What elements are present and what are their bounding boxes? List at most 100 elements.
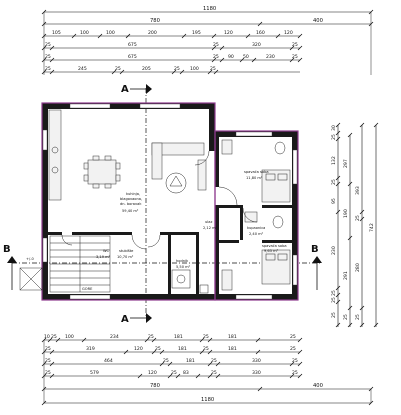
top-dim-r5-25a: 25 [45, 54, 51, 60]
bottom-dim-r3-25c: 25 [211, 358, 217, 364]
bottom-dim-r3-181: 181 [186, 358, 195, 364]
top-dim-120b: 120 [284, 30, 293, 36]
right-dim-c3-280: 280 [355, 263, 361, 272]
room-entry-label: ulaz [205, 220, 212, 224]
room-bed2-area: 9,65 m² [264, 249, 279, 253]
right-dimensions: 30 25 132 25 95 230 25 25 25 297 190 291… [331, 122, 379, 328]
bottom-dim-r1-25c: 25 [203, 334, 209, 340]
top-dim-r4-675: 675 [128, 42, 137, 48]
stair-up-label: GORE [82, 287, 93, 291]
bottom-dim-r1-25b: 25 [148, 334, 154, 340]
bottom-dim-r1-25d: 25 [290, 334, 296, 340]
bottom-dim-r3-25d: 25 [292, 358, 298, 364]
section-b-left-label: B [3, 244, 11, 255]
top-dimensions: 1180 780 400 105 100 100 200 195 120 160… [41, 6, 374, 75]
bottom-dim-r4-83: 83 [183, 370, 189, 376]
top-dim-200: 200 [148, 30, 157, 36]
top-dim-r5-90: 90 [228, 54, 234, 60]
bottom-dim-r1-100: 100 [65, 334, 74, 340]
top-dim-r5-25c: 25 [292, 54, 298, 60]
room-bed1-area: 11,80 m² [246, 176, 263, 180]
walls [41, 102, 299, 301]
top-dim-r6-25a: 25 [45, 66, 51, 72]
bottom-dim-total: 1180 [201, 397, 214, 403]
bottom-dim-r3-25b: 25 [163, 358, 169, 364]
bottom-dim-r4-330: 330 [252, 370, 261, 376]
room-wc-label: WC [103, 249, 110, 253]
top-dim-r4-25b: 25 [213, 42, 219, 48]
top-dim-105: 105 [52, 30, 61, 36]
bottom-dim-r3-25a: 25 [45, 358, 51, 364]
bottom-dim-r1-181a: 181 [174, 334, 183, 340]
top-dim-r6-245: 245 [78, 66, 87, 72]
bottom-dim-r4-25c: 25 [211, 370, 217, 376]
bottom-dimensions: 10 25 100 234 25 181 25 181 25 25 319 12… [41, 334, 374, 406]
bottom-dim-r4-25b: 25 [171, 370, 177, 376]
top-dim-r6-25d: 25 [210, 66, 216, 72]
bottom-dim-r2-319: 319 [86, 346, 95, 352]
right-dim-c2-297: 297 [343, 159, 349, 168]
right-dim-c1-25c: 25 [331, 290, 337, 296]
top-dim-r4-25c: 25 [292, 42, 298, 48]
section-b-right-label: B [311, 244, 319, 255]
top-dim-r6-25b: 25 [115, 66, 121, 72]
step-label: +/-0 [26, 257, 35, 261]
room-kitchen-label-1: kuhinja, [126, 192, 140, 196]
top-dim-r4-320: 320 [252, 42, 261, 48]
top-dim-total: 1180 [203, 6, 216, 12]
right-dim-c1-25d: 25 [331, 297, 337, 303]
top-dim-100b: 100 [106, 30, 115, 36]
right-dim-c1-25b: 25 [331, 179, 337, 185]
room-bath-area: 2,40 m² [249, 232, 264, 236]
room-kitchen-label-2: blagovaona, [120, 197, 142, 201]
room-bed1-label: spavaća soba [244, 170, 269, 174]
bottom-dim-r3-330: 330 [252, 358, 261, 364]
top-dim-r5-230: 230 [266, 54, 275, 60]
top-dim-120a: 120 [224, 30, 233, 36]
right-dim-c2-25: 25 [343, 314, 349, 320]
right-dim-c1-25e: 25 [331, 312, 337, 318]
bottom-dim-r1-25a: 25 [51, 334, 57, 340]
room-hall-label: hodnik [176, 259, 189, 263]
top-dim-r5-25b: 25 [213, 54, 219, 60]
right-dim-c1-95: 95 [331, 198, 337, 204]
right-dim-c2-291: 291 [343, 271, 349, 280]
right-dim-c3-25b: 25 [355, 314, 361, 320]
section-a-top-label: A [121, 84, 129, 95]
right-dim-c3-25: 25 [355, 215, 361, 221]
right-dim-c2-190: 190 [343, 209, 349, 218]
bottom-dim-r2-25a: 25 [45, 346, 51, 352]
top-dim-right: 400 [313, 18, 323, 24]
right-dim-c1-25a: 25 [331, 134, 337, 140]
room-labels: kuhinja, blagovaona, dn. boravak 59,40 m… [26, 170, 287, 291]
top-dim-r6-25c: 25 [174, 66, 180, 72]
room-bath-label: kupaonica [247, 226, 265, 230]
room-stair-label: stubište [119, 249, 134, 253]
bottom-dim-r4-579: 579 [90, 370, 99, 376]
top-dim-r5-50: 50 [243, 54, 249, 60]
bottom-dim-r2-25d: 25 [290, 346, 296, 352]
bottom-dim-r1-181b: 181 [228, 334, 237, 340]
top-dim-160: 160 [256, 30, 265, 36]
top-dim-r6-205: 205 [142, 66, 151, 72]
bottom-dim-r2-25c: 25 [203, 346, 209, 352]
bottom-dim-r5-780: 780 [150, 383, 160, 389]
room-hall-area: 5,50 m² [176, 265, 191, 269]
room-stair-area: 10,70 m² [117, 255, 134, 259]
top-dim-left: 780 [150, 18, 160, 24]
top-dim-100a: 100 [80, 30, 89, 36]
furniture [19, 109, 291, 294]
bottom-dim-r4-120: 120 [148, 370, 157, 376]
bottom-dim-r4-25a: 25 [45, 370, 51, 376]
top-dim-r5-675: 675 [128, 54, 137, 60]
right-dim-c3-393: 393 [355, 186, 361, 195]
section-a: A A [121, 84, 152, 325]
bottom-dim-r1-234: 234 [110, 334, 119, 340]
right-dim-total: 742 [369, 223, 375, 232]
bottom-dim-r2-181a: 181 [178, 346, 187, 352]
room-entry-area: 2,12 m² [203, 226, 218, 230]
section-a-bottom-label: A [121, 314, 129, 325]
bottom-dim-r5-400: 400 [313, 383, 323, 389]
extension-lines [43, 12, 372, 403]
